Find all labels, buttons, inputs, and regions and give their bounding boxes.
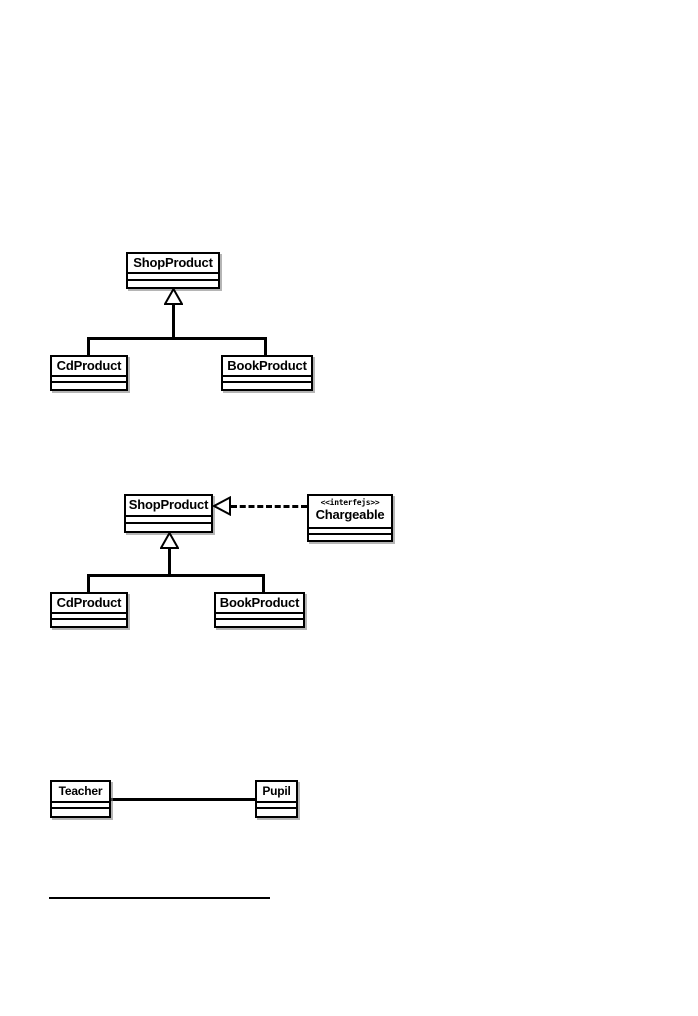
class-attributes-compartment <box>257 803 296 809</box>
class-box-cdproduct[interactable]: CdProduct <box>50 592 128 628</box>
footnote-separator <box>49 897 270 899</box>
generalization-crossbar <box>87 574 265 577</box>
generalization-crossbar <box>87 337 267 340</box>
generalization-branch-cdproduct <box>87 574 90 593</box>
interface-attributes-compartment <box>309 529 391 535</box>
class-operations-compartment <box>223 383 311 389</box>
class-attributes-compartment <box>52 377 126 383</box>
class-name-label: ShopProduct <box>128 497 209 513</box>
generalization-stem <box>168 547 171 575</box>
class-attributes-compartment <box>216 614 303 620</box>
association-line <box>111 798 256 801</box>
interface-stereotype-label: <<interfejs>> <box>320 498 380 508</box>
class-operations-compartment <box>52 620 126 626</box>
class-name-label: CdProduct <box>56 357 122 373</box>
generalization-arrowhead-icon <box>164 288 183 305</box>
class-name-compartment: Teacher <box>52 782 109 803</box>
class-name-compartment: ShopProduct <box>128 254 218 274</box>
class-operations-compartment <box>257 809 296 816</box>
generalization-stem <box>172 303 175 338</box>
generalization-branch-bookproduct <box>264 337 267 356</box>
realization-dashed-line <box>231 505 307 508</box>
class-attributes-compartment <box>52 803 109 809</box>
class-name-label: Pupil <box>262 783 291 798</box>
class-operations-compartment <box>52 383 126 389</box>
class-name-label: ShopProduct <box>133 254 213 270</box>
interface-operations-compartment <box>309 535 391 540</box>
class-name-label: BookProduct <box>227 357 307 373</box>
class-box-shopproduct[interactable]: ShopProduct <box>124 494 213 533</box>
class-attributes-compartment <box>52 614 126 620</box>
class-name-label: Teacher <box>58 783 103 798</box>
class-name-label: BookProduct <box>219 594 300 610</box>
class-box-chargeable-interface[interactable]: <<interfejs>> Chargeable <box>307 494 393 542</box>
class-box-bookproduct[interactable]: BookProduct <box>214 592 305 628</box>
class-attributes-compartment <box>126 517 211 524</box>
generalization-branch-bookproduct <box>262 574 265 593</box>
class-name-label: CdProduct <box>56 594 122 610</box>
class-name-compartment: ShopProduct <box>126 496 211 517</box>
class-box-pupil[interactable]: Pupil <box>255 780 298 818</box>
realization-arrowhead-icon <box>213 496 231 516</box>
interface-name-compartment: <<interfejs>> Chargeable <box>309 496 391 529</box>
class-operations-compartment <box>126 524 211 531</box>
class-operations-compartment <box>128 281 218 287</box>
interface-name-label: Chargeable <box>315 507 385 523</box>
class-attributes-compartment <box>223 377 311 383</box>
class-box-cdproduct[interactable]: CdProduct <box>50 355 128 391</box>
class-name-compartment: Pupil <box>257 782 296 803</box>
class-operations-compartment <box>216 620 303 626</box>
class-attributes-compartment <box>128 274 218 281</box>
class-name-compartment: CdProduct <box>52 594 126 614</box>
class-name-compartment: BookProduct <box>216 594 303 614</box>
class-name-compartment: CdProduct <box>52 357 126 377</box>
generalization-arrowhead-icon <box>160 532 179 549</box>
class-box-shopproduct[interactable]: ShopProduct <box>126 252 220 289</box>
class-operations-compartment <box>52 809 109 816</box>
class-name-compartment: BookProduct <box>223 357 311 377</box>
class-box-teacher[interactable]: Teacher <box>50 780 111 818</box>
class-box-bookproduct[interactable]: BookProduct <box>221 355 313 391</box>
generalization-branch-cdproduct <box>87 337 90 356</box>
